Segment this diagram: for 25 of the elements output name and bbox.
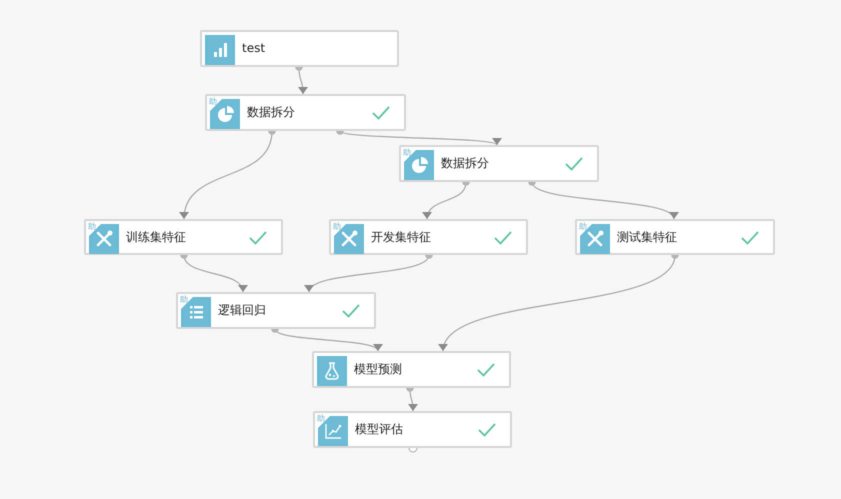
module-title: 数据拆分: [247, 104, 295, 121]
tag-label: 助: [180, 295, 188, 304]
module-box: [176, 292, 376, 329]
tag-label: 助: [403, 148, 411, 157]
module-box: [313, 411, 512, 448]
tag-label: 助: [209, 97, 217, 106]
module-box: [329, 219, 528, 255]
module-title: 模型评估: [355, 421, 403, 438]
module-box: [84, 219, 283, 255]
module-box: [312, 351, 511, 388]
module-box: [575, 219, 775, 255]
module-title: 开发集特征: [371, 229, 431, 246]
module-title: 测试集特征: [617, 229, 677, 246]
module-title: test: [242, 40, 266, 57]
module-title: 模型预测: [354, 361, 402, 378]
module-box: [399, 145, 599, 182]
module-title: 训练集特征: [126, 229, 186, 246]
module-title: 数据拆分: [441, 155, 489, 172]
module-box: [200, 30, 399, 67]
tag-label: 助: [579, 222, 587, 231]
tag-label: 助: [88, 222, 96, 231]
tag-label: 助: [317, 414, 325, 423]
module-title: 逻辑回归: [218, 302, 266, 319]
module-box: [205, 94, 406, 131]
tag-label: 助: [333, 222, 341, 231]
